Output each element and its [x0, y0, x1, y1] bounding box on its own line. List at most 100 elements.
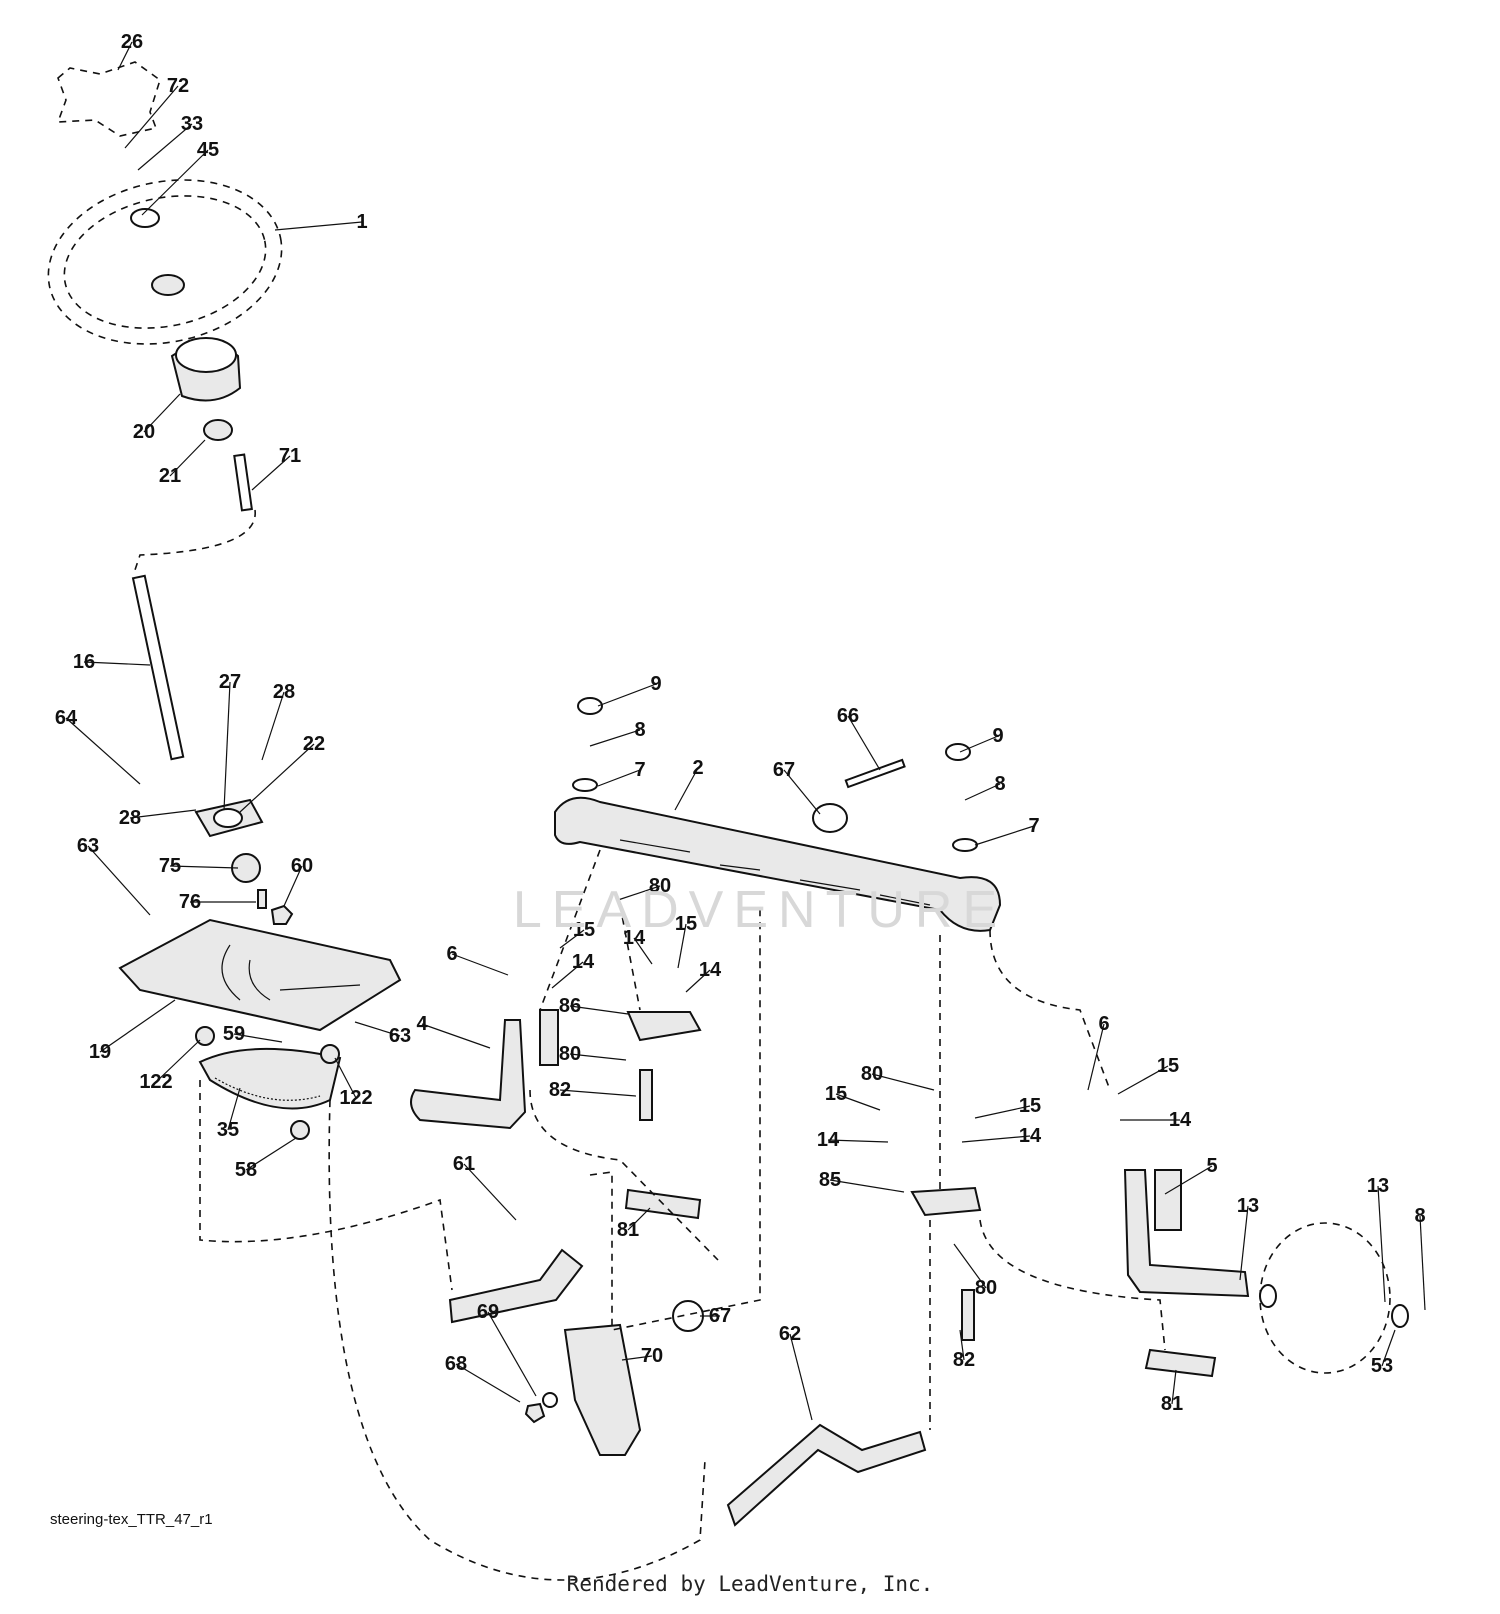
cap-9-left — [577, 697, 603, 715]
callout-61: 61 — [453, 1153, 517, 1221]
callout-label: 35 — [217, 1119, 239, 1141]
assembly-path-7 — [979, 1219, 1166, 1351]
callout-label: 122 — [339, 1087, 372, 1109]
callout-label: 20 — [133, 421, 155, 443]
plate-slot — [221, 944, 361, 1001]
callout-122: 122 — [334, 1057, 373, 1109]
callout-6: 6 — [1087, 1013, 1110, 1091]
callout-60: 60 — [283, 855, 313, 907]
leader-line — [463, 1163, 517, 1221]
callout-label: 82 — [953, 1349, 975, 1371]
cap-9-right — [945, 743, 971, 761]
tie-rod-62 — [726, 1423, 927, 1527]
leader-line — [227, 1087, 241, 1131]
callout-67: 67 — [700, 1305, 731, 1327]
callout-8: 8 — [589, 719, 646, 747]
callout-66: 66 — [837, 705, 881, 771]
callout-label: 8 — [994, 773, 1005, 795]
callout-13: 13 — [1367, 1175, 1389, 1303]
pivot-bar-85 — [910, 1186, 982, 1217]
callout-6: 6 — [446, 943, 509, 976]
leader-line — [274, 221, 363, 231]
callout-label: 9 — [650, 673, 661, 695]
assembly-path-4 — [529, 1089, 719, 1261]
callout-label: 1 — [356, 211, 367, 233]
leader-line — [677, 923, 687, 969]
callout-15: 15 — [675, 913, 697, 969]
callout-label: 53 — [1371, 1355, 1393, 1377]
drawing-reference: steering-tex_TTR_47_r1 — [50, 1511, 213, 1528]
callout-15: 15 — [974, 1095, 1041, 1119]
assembly-path-6 — [989, 929, 1111, 1091]
leader-line — [559, 1089, 637, 1097]
callout-15: 15 — [559, 919, 595, 949]
callout-label: 59 — [223, 1023, 245, 1045]
leader-line — [155, 1039, 201, 1083]
callout-label: 80 — [559, 1043, 581, 1065]
leader-line — [487, 1311, 537, 1397]
callout-label: 64 — [55, 707, 78, 729]
leader-line — [621, 1355, 653, 1361]
callout-64: 64 — [55, 707, 141, 785]
callout-72: 72 — [124, 75, 189, 149]
callout-label: 8 — [634, 719, 645, 741]
callout-80: 80 — [617, 875, 671, 901]
callout-label: 7 — [1028, 815, 1039, 837]
leader-line — [569, 1053, 627, 1061]
callout-28: 28 — [261, 681, 295, 761]
callout-label: 67 — [709, 1305, 731, 1327]
leader-line — [141, 149, 209, 216]
nut-60 — [270, 904, 294, 925]
stud-82-right — [961, 1289, 975, 1341]
callout-label: 62 — [779, 1323, 801, 1345]
leader-line — [239, 743, 315, 813]
callout-label: 27 — [219, 671, 241, 693]
steering-wheel-inner — [63, 195, 267, 329]
leader-line — [451, 953, 509, 976]
callout-label: 22 — [303, 733, 325, 755]
leader-line — [633, 937, 653, 965]
leader-line — [674, 767, 699, 811]
callout-22: 22 — [239, 733, 325, 813]
callout-122: 122 — [139, 1039, 201, 1093]
callout-82: 82 — [549, 1079, 637, 1101]
render-credit: Rendered by LeadVenture, Inc. — [566, 1572, 934, 1596]
bezel-top — [175, 337, 237, 373]
leader-line — [559, 929, 585, 949]
callout-15: 15 — [825, 1083, 881, 1111]
callout-label: 72 — [167, 75, 189, 97]
leader-line — [847, 715, 881, 771]
leader-line — [829, 1179, 905, 1193]
washer-69 — [542, 1392, 558, 1408]
leader-line — [251, 455, 291, 491]
leader-line — [569, 1005, 629, 1015]
callout-82: 82 — [953, 1329, 975, 1371]
callout-67: 67 — [773, 759, 821, 815]
callout-label: 75 — [159, 855, 181, 877]
callout-63: 63 — [77, 835, 151, 916]
spindle-arm-left — [539, 1009, 559, 1066]
leader-line — [953, 1243, 987, 1289]
callout-68: 68 — [445, 1353, 521, 1403]
callout-label: 13 — [1237, 1195, 1259, 1217]
callout-label: 15 — [1157, 1055, 1179, 1077]
washer-7-left — [572, 778, 598, 792]
leader-line — [334, 1057, 357, 1099]
callout-label: 61 — [453, 1153, 475, 1175]
leader-line — [974, 825, 1035, 846]
callout-4: 4 — [416, 1013, 491, 1049]
callout-label: 2 — [692, 757, 703, 779]
leader-line — [1164, 1165, 1213, 1195]
callout-14: 14 — [817, 1129, 889, 1151]
leader-line — [959, 1329, 965, 1361]
spindle-left — [410, 1019, 527, 1130]
washer-7-right — [952, 838, 978, 852]
leader-line — [1239, 1205, 1249, 1281]
callout-label: 81 — [617, 1219, 639, 1241]
callout-20: 20 — [133, 393, 181, 443]
bushing — [203, 419, 233, 441]
callout-label: 80 — [649, 875, 671, 897]
callout-62: 62 — [779, 1323, 813, 1421]
stud-82-left — [639, 1069, 653, 1121]
